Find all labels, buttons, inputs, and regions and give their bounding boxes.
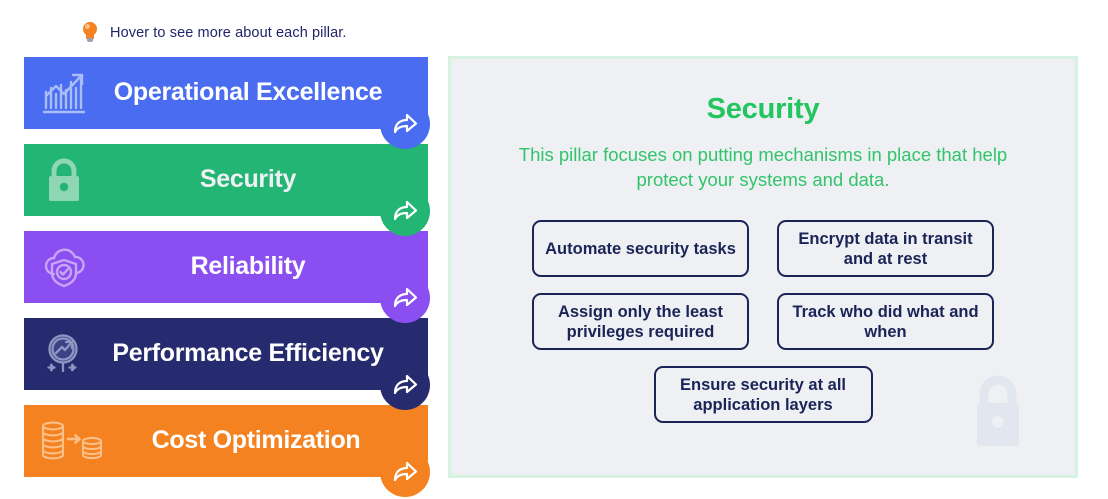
pillar-background: [24, 144, 428, 216]
share-arrow-icon[interactable]: [380, 99, 430, 149]
share-arrow-icon[interactable]: [380, 447, 430, 497]
pillar-item-operational-excellence[interactable]: Operational Excellence: [24, 57, 430, 149]
share-arrow-icon[interactable]: [380, 273, 430, 323]
pillar-background: [24, 318, 428, 390]
pillar-item-performance-efficiency[interactable]: Performance Efficiency: [24, 318, 430, 410]
pillar-label: Performance Efficiency: [112, 339, 384, 368]
feature-list: Automate security tasks Encrypt data in …: [498, 220, 1028, 424]
pillar-background: [24, 231, 428, 303]
bar-chart-growth-icon: [36, 65, 92, 121]
cloud-shield-check-icon: [36, 239, 92, 295]
lightbulb-icon: [80, 22, 100, 44]
feature-item: Encrypt data in transit and at rest: [777, 220, 994, 278]
pillar-background: [24, 57, 428, 129]
share-arrow-icon[interactable]: [380, 360, 430, 410]
pillar-label: Reliability: [190, 252, 306, 281]
feature-item: Track who did what and when: [777, 293, 994, 351]
feature-item: Assign only the least privileges require…: [532, 293, 749, 351]
feature-item: Automate security tasks: [532, 220, 749, 278]
share-arrow-icon[interactable]: [380, 186, 430, 236]
feature-item: Ensure security at all application layer…: [653, 366, 873, 424]
padlock-icon: [36, 152, 92, 208]
padlock-watermark-icon: [967, 372, 1029, 453]
hover-hint-text: Hover to see more about each pillar.: [110, 25, 347, 41]
pillar-label: Security: [199, 165, 297, 194]
pillar-label: Cost Optimization: [151, 426, 361, 455]
pillar-detail-panel: Security This pillar focuses on putting …: [448, 56, 1078, 478]
detail-title: Security: [706, 93, 820, 125]
pillar-background: [24, 405, 428, 477]
detail-description: This pillar focuses on putting mechanism…: [518, 144, 1008, 190]
pillar-item-security[interactable]: Security: [24, 144, 430, 236]
hover-hint: Hover to see more about each pillar.: [80, 20, 347, 46]
pillar-label: Operational Excellence: [113, 78, 383, 107]
speedometer-gauge-icon: [36, 326, 92, 382]
pillar-item-cost-optimization[interactable]: Cost Optimization: [24, 405, 430, 497]
coin-stacks-arrow-icon: [36, 413, 108, 469]
pillar-list: Operational Excellence Security: [24, 57, 432, 497]
pillar-item-reliability[interactable]: Reliability: [24, 231, 430, 323]
